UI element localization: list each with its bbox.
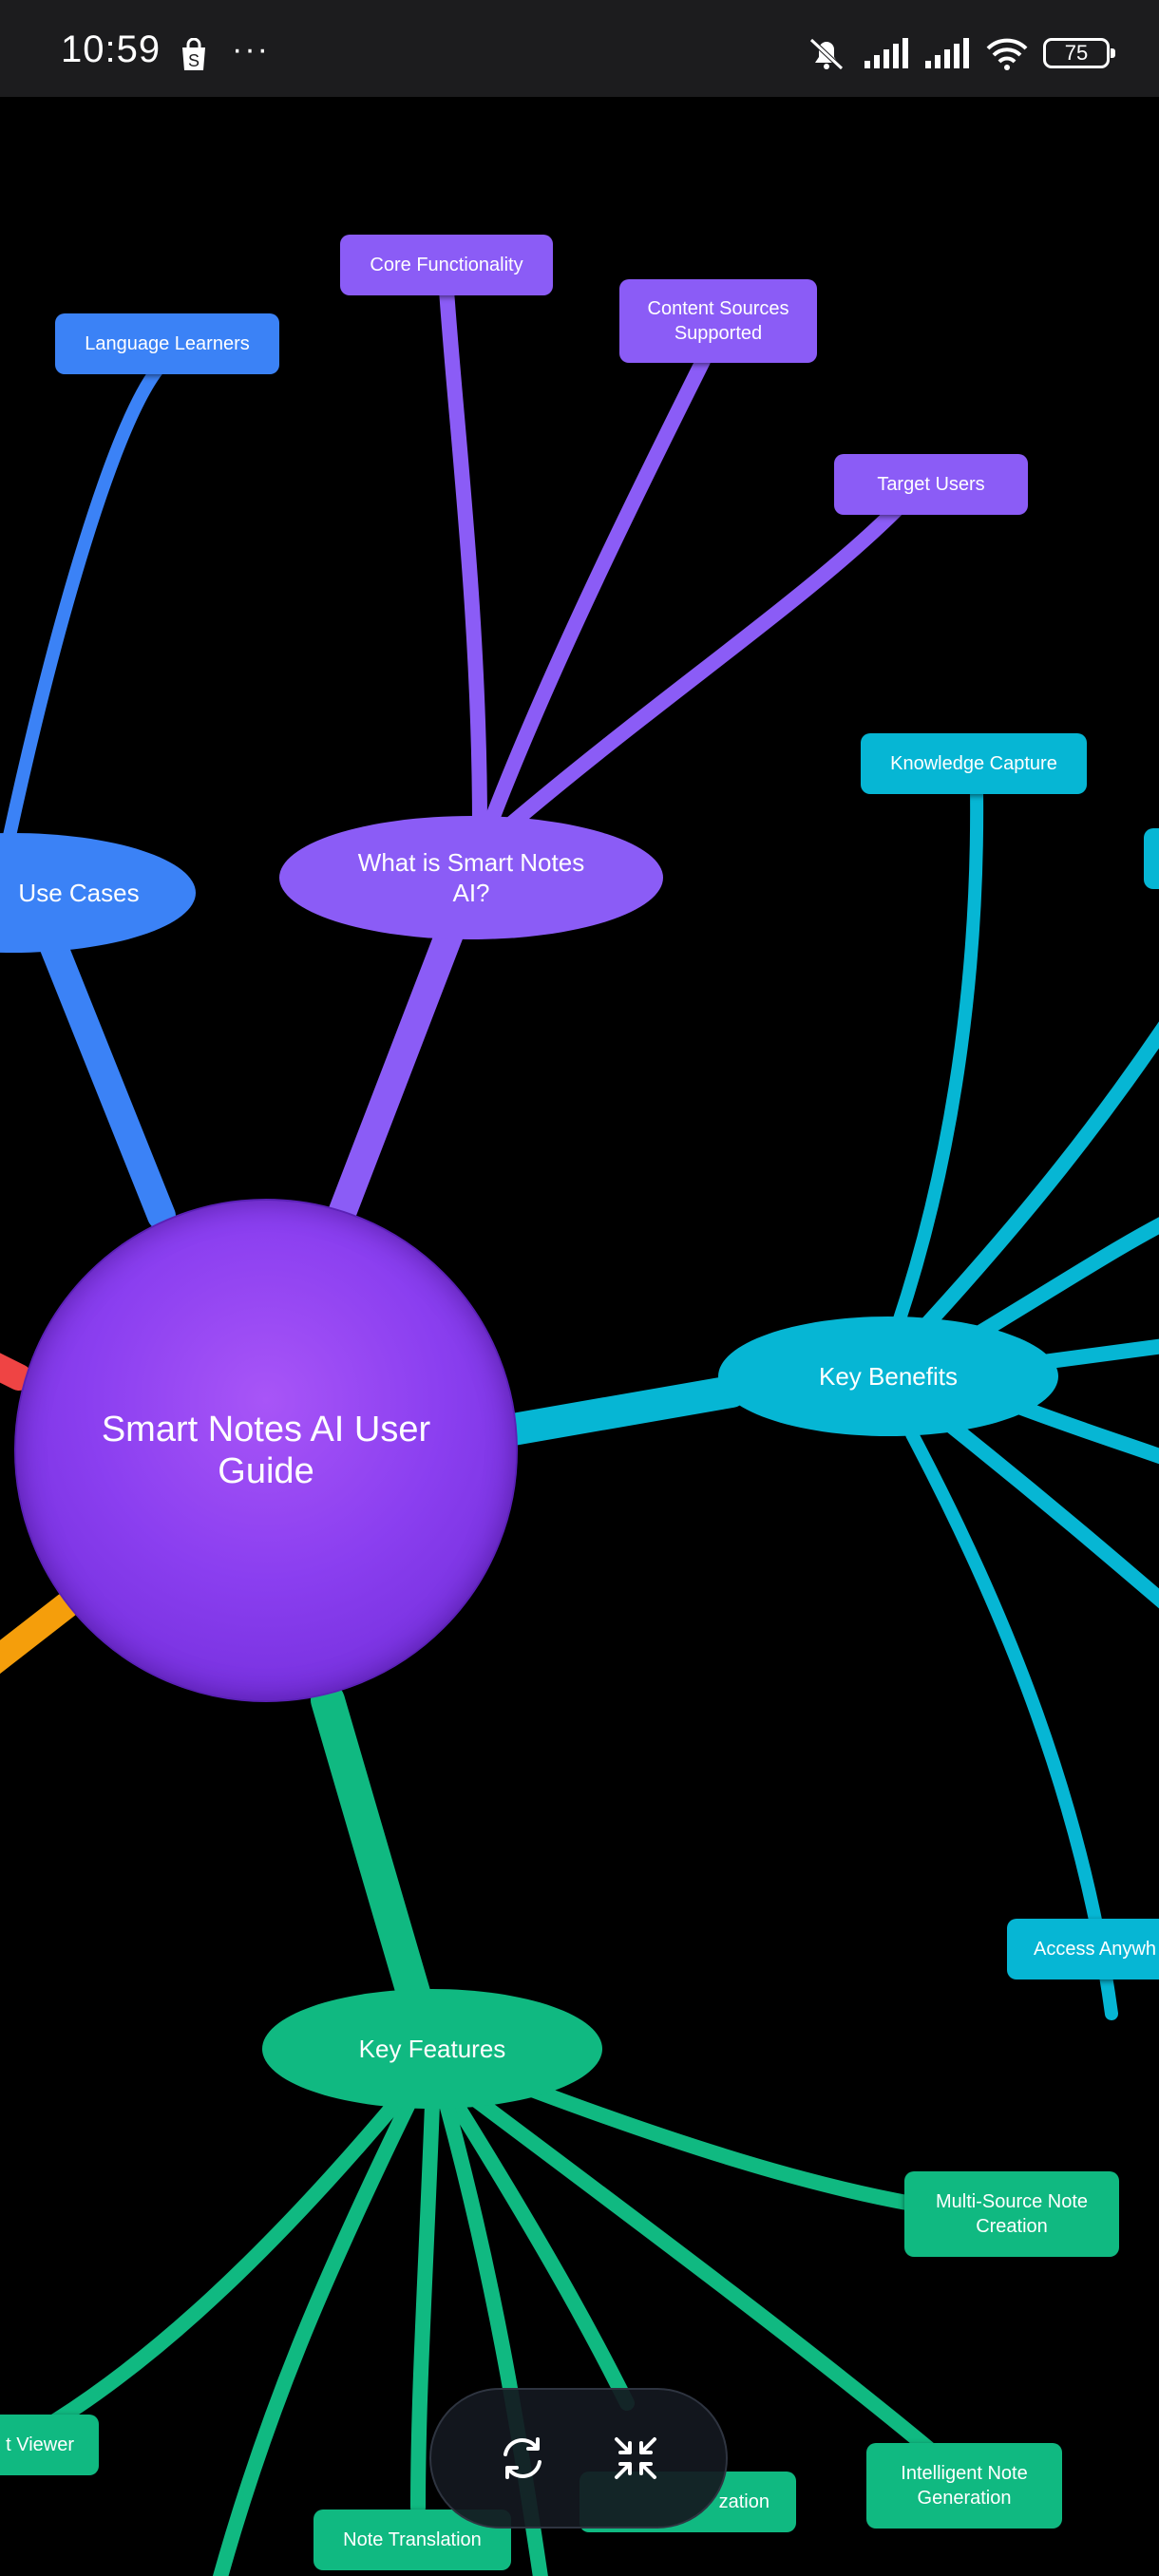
leaf-label: Intelligent Note Generation <box>901 2463 1028 2509</box>
leaf-node[interactable]: Knowledge Capture <box>861 733 1087 794</box>
leaf-node[interactable]: Content Sources Supported <box>619 279 817 363</box>
branch-label-key-benefits: Key Benefits <box>819 1362 958 1391</box>
leaf-label: Content Sources Supported <box>647 298 789 344</box>
signal-icon <box>864 38 908 68</box>
leaf-label: Core Functionality <box>370 255 523 275</box>
link-kf-zation <box>448 2096 635 2411</box>
leaf-label: Access Anywh <box>1034 1939 1156 1960</box>
leaf-label: Note Translation <box>343 2529 482 2550</box>
branch-node-key-benefits[interactable]: Key Benefits <box>718 1316 1058 1436</box>
link-kf-viewer <box>30 2092 407 2439</box>
collapse-icon <box>614 2437 656 2479</box>
wifi-icon <box>986 38 1028 70</box>
link-use-cases-language-learners <box>3 364 163 843</box>
leaf-label: Language Learners <box>85 333 250 354</box>
mindmap-links <box>0 282 1159 2576</box>
branch-node-what-is[interactable]: What is Smart Notes AI? <box>279 816 663 939</box>
link-kb-offscreen-2 <box>961 1217 1159 1347</box>
leaf-node-offscreen[interactable] <box>1144 828 1159 889</box>
muted-bell-icon <box>809 38 844 70</box>
link-center-key-features <box>311 1683 435 2026</box>
link-what-is-core <box>439 282 487 834</box>
link-kf-multisource <box>524 2082 920 2211</box>
refresh-icon <box>503 2437 542 2479</box>
link-offscreen-orange <box>0 1592 80 1675</box>
link-kf-offscreen-2 <box>212 2096 416 2576</box>
link-what-is-target <box>501 501 905 834</box>
link-kf-intelligent <box>467 2092 939 2458</box>
leaf-node[interactable]: Intelligent Note Generation <box>866 2443 1062 2529</box>
link-what-is-content <box>482 353 711 834</box>
signal-icon <box>925 38 969 68</box>
link-kb-offscreen-5 <box>942 1417 1159 1609</box>
link-offscreen-red <box>0 1353 32 1391</box>
leaf-label: t Viewer <box>6 2434 74 2455</box>
root-node-label: Smart Notes AI User Guide <box>101 1410 431 1491</box>
clock: 10:59 <box>61 28 162 70</box>
status-icons: 75 <box>804 34 1115 72</box>
leaf-label: Target Users <box>877 474 985 495</box>
link-kb-offscreen-1 <box>919 1021 1159 1333</box>
svg-text:S: S <box>188 51 200 70</box>
link-kb-knowledge <box>891 782 984 1332</box>
status-bar: 10:59 S ··· 75 <box>0 0 1159 97</box>
link-kf-translation <box>410 2096 440 2515</box>
link-kb-offscreen-3 <box>1028 1338 1159 1371</box>
shopping-bag-icon: S <box>182 38 205 70</box>
leaf-label: zation <box>718 2491 770 2512</box>
refresh-button[interactable] <box>489 2425 556 2491</box>
leaf-node[interactable]: Language Learners <box>55 313 279 374</box>
leaf-node[interactable]: Target Users <box>834 454 1028 515</box>
battery-icon: 75 <box>1043 38 1115 68</box>
link-center-key-benefits <box>497 1375 748 1446</box>
mindmap-canvas[interactable]: Smart Notes AI User Guide What is Smart … <box>0 97 1159 2576</box>
link-center-use-cases <box>24 893 176 1230</box>
leaf-label: Knowledge Capture <box>890 753 1057 774</box>
floating-toolbar <box>429 2388 728 2529</box>
branch-node-key-features[interactable]: Key Features <box>262 1989 602 2109</box>
leaf-node[interactable]: Multi-Source Note Creation <box>904 2171 1119 2257</box>
link-center-what-is <box>323 902 470 1240</box>
mindmap-root-node[interactable]: Smart Notes AI User Guide <box>14 1199 518 1702</box>
branch-label-key-features: Key Features <box>358 2035 506 2063</box>
collapse-button[interactable] <box>602 2425 669 2491</box>
more-dots-icon: ··· <box>232 31 270 67</box>
leaf-label: Multi-Source Note Creation <box>935 2191 1089 2237</box>
link-kb-offscreen-4 <box>1009 1398 1159 1465</box>
branch-label-use-cases: Use Cases <box>18 879 140 907</box>
leaf-node[interactable]: t Viewer <box>0 2415 99 2475</box>
branch-label-what-is: What is Smart Notes AI? <box>357 848 585 907</box>
leaf-node[interactable]: Core Functionality <box>340 235 553 295</box>
leaf-node[interactable]: Access Anywh <box>1007 1919 1159 1979</box>
